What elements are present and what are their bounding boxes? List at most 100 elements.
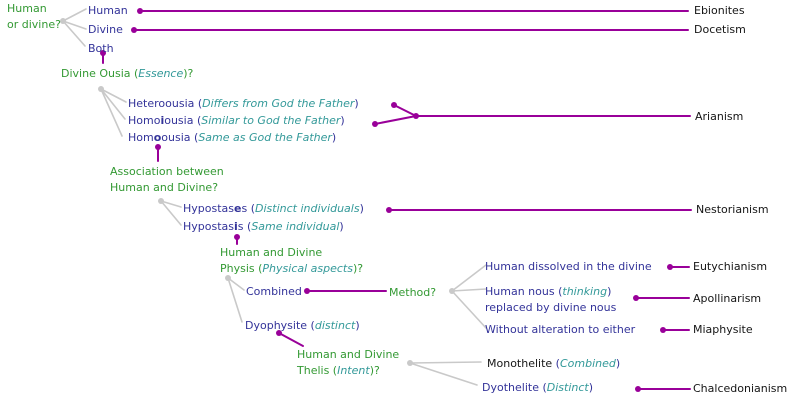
option-human: Human	[88, 3, 128, 19]
option-hypostases: Hypostases (Distinct individuals)	[183, 201, 364, 217]
question-human-or-divine-text: or divine?	[7, 18, 61, 31]
option-homoousia-text: Same as God the Father	[198, 131, 332, 144]
option-monothelite-text: Combined	[559, 357, 616, 370]
branch-origin-dot	[449, 288, 455, 294]
result-line	[374, 115, 417, 125]
question-human-or-divine-text: Human	[7, 2, 47, 15]
result-dot	[633, 295, 639, 301]
branch-line	[409, 362, 478, 386]
heresy-chalcedonianism: Chalcedonianism	[693, 381, 787, 397]
option-hypostases-text: Hypostas	[183, 202, 235, 215]
heresy-apollinarism-text: Apollinarism	[693, 292, 762, 305]
question-association-text: Association between	[110, 165, 224, 178]
question-thelis-text: Human and Divine	[297, 348, 400, 361]
question-method: Method?	[389, 285, 436, 301]
option-homoiousia-text: ousia (	[164, 114, 202, 127]
option-hypostases-text: Distinct individuals	[255, 202, 360, 215]
option-homoousia-text: ousia (	[161, 131, 199, 144]
result-dot	[304, 288, 310, 294]
option-dyothelite: Dyothelite (Distinct)	[482, 380, 593, 396]
question-physis-text: Human and Divine	[220, 246, 323, 259]
heresy-miaphysite: Miaphysite	[693, 322, 753, 338]
question-physis-text: Physical aspects	[262, 262, 353, 275]
option-human-text: Human	[88, 4, 128, 17]
heresy-nestorianism-text: Nestorianism	[696, 203, 769, 216]
option-homoousia-text: )	[331, 131, 337, 144]
result-dot	[413, 113, 419, 119]
heresy-eutychianism-text: Eutychianism	[693, 260, 768, 273]
option-monothelite-text: )	[615, 357, 621, 370]
option-homoiousia-text: Homo	[128, 114, 161, 127]
heresy-arianism-text: Arianism	[695, 110, 744, 123]
option-without-alteration: Without alteration to either	[485, 322, 635, 338]
option-human-nous-text: )	[607, 285, 612, 298]
option-dyothelite-text: )	[588, 381, 594, 394]
branch-origin-dot	[407, 360, 413, 366]
branch-line	[160, 200, 182, 208]
result-line	[393, 104, 417, 117]
option-both: Both	[88, 41, 114, 57]
option-monothelite: Monothelite (Combined)	[487, 356, 620, 372]
option-human-dissolved-text: Human dissolved in the divine	[485, 260, 652, 273]
question-divine-ousia-text: )?	[183, 67, 194, 80]
result-dot	[391, 102, 397, 108]
heresy-chalcedonianism-text: Chalcedonianism	[693, 382, 788, 395]
option-divine: Divine	[88, 22, 123, 38]
result-dot	[100, 50, 106, 56]
option-human-dissolved: Human dissolved in the divine	[485, 259, 652, 275]
branch-origin-dot	[225, 275, 231, 281]
option-divine-text: Divine	[88, 23, 123, 36]
question-association-text: Human and Divine?	[110, 181, 219, 194]
option-homoiousia: Homoiousia (Similar to God the Father)	[128, 113, 345, 129]
option-hypostasis: Hypostasis (Same individual)	[183, 219, 344, 235]
result-dot	[155, 144, 161, 150]
branch-line	[62, 8, 87, 22]
heresy-apollinarism: Apollinarism	[693, 291, 761, 307]
option-dyothelite-text: Distinct	[546, 381, 589, 394]
option-homoousia: Homoousia (Same as God the Father)	[128, 130, 336, 146]
result-dot	[276, 330, 282, 336]
question-thelis-text: Thelis (	[297, 364, 338, 377]
branch-line	[62, 20, 87, 30]
option-dyophysite-text: distinct	[314, 319, 356, 332]
branch-line	[160, 200, 182, 226]
branch-line	[451, 264, 487, 292]
option-homoousia-text: Hom	[128, 131, 154, 144]
option-hypostasis-text: Hypostas	[183, 220, 235, 233]
option-human-nous: Human nous (thinking)replaced by divine …	[485, 284, 616, 316]
option-hypostases-text: )	[359, 202, 364, 215]
question-divine-ousia: Divine Ousia (Essence)?	[61, 66, 193, 82]
option-both-text: Both	[88, 42, 114, 55]
option-hypostasis-text: i	[234, 220, 238, 233]
result-dot	[234, 234, 240, 240]
heresy-nestorianism: Nestorianism	[696, 202, 769, 218]
question-human-or-divine: Human or divine?	[7, 1, 61, 33]
option-homoousia-text: o	[153, 131, 162, 144]
option-hypostasis-text: Same individual	[251, 220, 340, 233]
question-thelis-text: )?	[369, 364, 380, 377]
option-monothelite-text: (	[555, 357, 560, 370]
option-hypostases-text: e	[234, 202, 242, 215]
branch-origin-dot	[98, 86, 104, 92]
result-dot	[137, 8, 143, 14]
option-dyothelite-text: Dyothelite (	[482, 381, 547, 394]
question-physis-text: Physis (	[220, 262, 263, 275]
heresy-miaphysite-text: Miaphysite	[693, 323, 753, 336]
heresy-docetism: Docetism	[694, 22, 746, 38]
option-dyophysite-text: Dyophysite (	[245, 319, 315, 332]
question-thelis-text: Intent	[337, 364, 370, 377]
heresy-ebionites-text: Ebionites	[694, 4, 745, 17]
option-hypostasis-text: )	[339, 220, 344, 233]
result-dot	[667, 264, 673, 270]
option-combined-text: Combined	[246, 285, 302, 298]
branch-line	[409, 361, 482, 364]
question-physis-text: )?	[352, 262, 364, 275]
question-divine-ousia-text: Divine Ousia (	[61, 67, 139, 80]
option-human-nous-text: Human nous (	[485, 285, 563, 298]
option-heteroousia-text: Heteroousia (	[128, 97, 203, 110]
branch-line	[227, 277, 243, 323]
result-dot	[386, 207, 392, 213]
